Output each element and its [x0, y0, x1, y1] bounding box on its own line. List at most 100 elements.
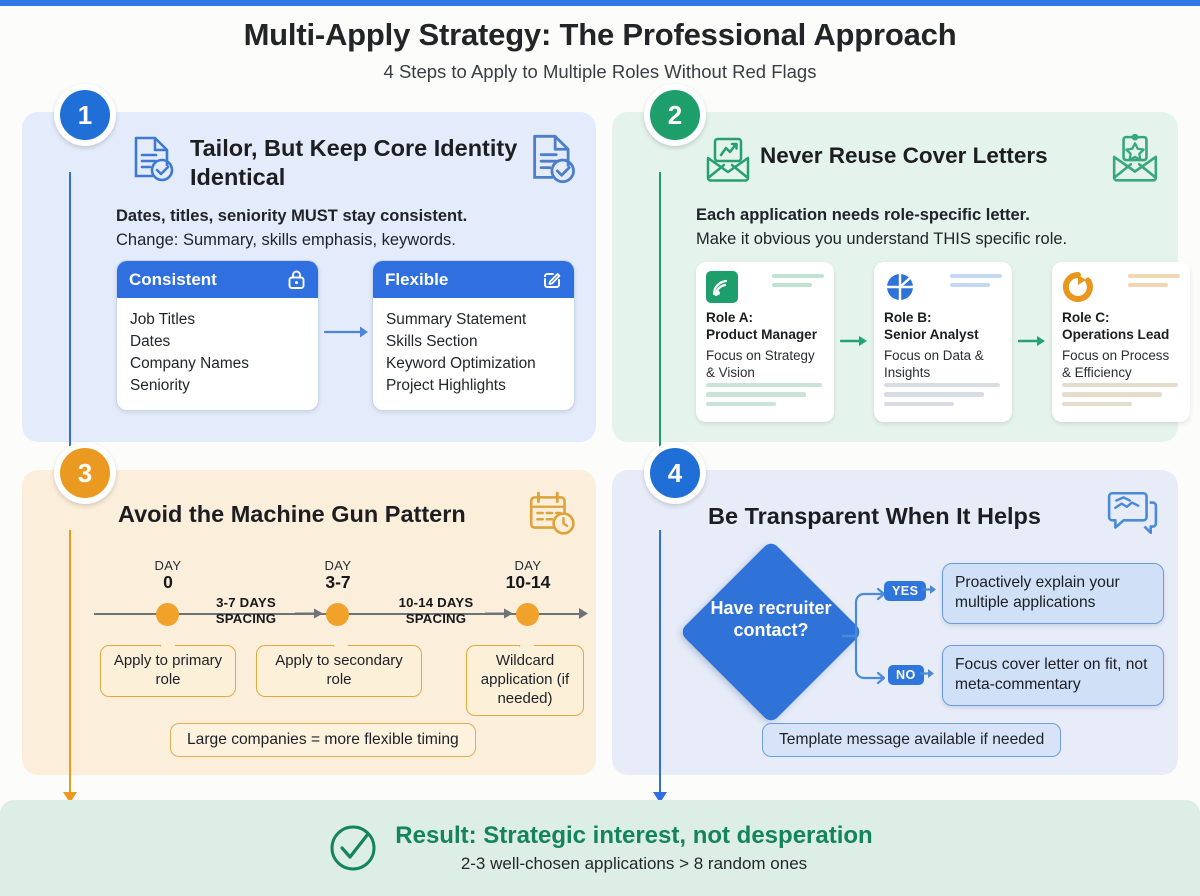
result-headline: Result: Strategic interest, not desperat…	[395, 822, 873, 850]
top-accent-bar	[0, 0, 1200, 6]
list-item: Summary Statement	[386, 311, 527, 328]
milestone-3-day-value: 10-14	[505, 572, 551, 592]
timeline-end-arrow	[578, 606, 592, 621]
step-1-panel: 1 Tailor, But Keep Core Identity Identic…	[22, 84, 596, 442]
role-card-b: Role B: Senior Analyst Focus on Data & I…	[874, 262, 1019, 429]
list-item: Project Highlights	[386, 376, 506, 394]
flexible-card-list: Summary Statement Skills Section Keyword…	[373, 298, 574, 410]
role-b-bottom-lines	[884, 382, 1000, 412]
list-item: Seniority	[130, 376, 190, 394]
role-b-desc: Focus on Data & Insights	[884, 347, 984, 381]
role-card-a: Role A: Product Manager Focus on Strateg…	[696, 262, 841, 429]
branch-no-box: Focus cover letter on fit, not meta-comm…	[942, 645, 1164, 706]
branch-no-arrow	[920, 667, 938, 680]
role-c-bottom-lines	[1062, 382, 1178, 412]
step-1-lead-bold: Dates, titles, seniority MUST stay consi…	[116, 207, 468, 225]
consistent-to-flexible-arrow	[324, 324, 372, 340]
step-3-panel: 3 Avoid the Machine Gun Pattern DAY 0 DA…	[22, 442, 596, 775]
step-2-lead-bold: Each application needs role-specific let…	[696, 206, 1030, 224]
timeline-arrow-2	[484, 607, 516, 620]
milestone-1-dot	[156, 603, 179, 626]
flexible-card-title: Flexible	[385, 269, 449, 289]
role-b-logo-icon	[884, 271, 916, 303]
milestone-1-callout-text: Apply to primary role	[113, 652, 223, 688]
step-2-lead: Each application needs role-specific let…	[696, 204, 1166, 252]
milestone-3-callout: Wildcard application (if needed)	[466, 637, 584, 716]
step-3-title: Avoid the Machine Gun Pattern	[118, 501, 466, 527]
check-circle-icon	[327, 822, 379, 874]
step-4-number: 4	[650, 448, 700, 498]
consistent-card-title: Consistent	[129, 269, 217, 289]
role-c-desc: Focus on Process & Efficiency	[1062, 347, 1170, 381]
result-text-group: Result: Strategic interest, not desperat…	[395, 822, 872, 874]
role-a-top-lines	[772, 274, 824, 292]
step-3-note: Large companies = more flexible timing	[170, 723, 476, 757]
milestone-3-day-label: DAY	[514, 558, 542, 573]
connector-step3-to-result	[63, 530, 77, 803]
step-2-lead-normal: Make it obvious you understand THIS spec…	[696, 229, 1068, 248]
step-4-title: Be Transparent When It Helps	[708, 503, 1041, 529]
role-a-name: Role A: Product Manager	[706, 310, 824, 344]
document-check-icon-corner	[528, 132, 578, 186]
branch-yes-arrow	[922, 583, 940, 596]
role-b-name: Role B: Senior Analyst	[884, 310, 1002, 344]
list-item: Skills Section	[386, 332, 478, 350]
milestone-3-callout-text: Wildcard application (if needed)	[480, 652, 570, 707]
spacing-label-1: 3-7 DAYS SPACING	[215, 595, 277, 627]
role-c-logo-icon	[1062, 271, 1094, 303]
consistent-card-list: Job Titles Dates Company Names Seniority	[117, 298, 318, 410]
milestone-1-day: DAY 0	[123, 558, 213, 593]
step-4-note: Template message available if needed	[762, 723, 1062, 757]
step-1-number: 1	[60, 90, 110, 140]
role-c-label: Role C:	[1062, 310, 1110, 325]
document-check-icon	[130, 134, 176, 184]
milestone-3-day: DAY 10-14	[483, 558, 573, 593]
role-c-top-lines	[1128, 274, 1180, 292]
role-c-name: Role C: Operations Lead	[1062, 310, 1180, 344]
step-1-lead-normal: Change: Summary, skills emphasis, keywor…	[116, 230, 456, 249]
milestone-2-callout-text: Apply to secondary role	[275, 652, 403, 688]
step-3-badge: 3	[54, 442, 116, 504]
flexible-card-header: Flexible	[373, 261, 574, 298]
connector-step1-to-step3	[63, 172, 77, 469]
step-3-number: 3	[60, 448, 110, 498]
role-a-bottom-lines	[706, 382, 822, 412]
milestone-1-day-label: DAY	[154, 558, 182, 573]
milestone-3-dot	[516, 603, 539, 626]
role-a-label: Role A:	[706, 310, 754, 325]
step-4-badge: 4	[644, 442, 706, 504]
role-b-to-c-arrow	[1018, 334, 1050, 348]
branch-no-tag: NO	[888, 665, 924, 685]
step-1-badge: 1	[54, 84, 116, 146]
role-card-c: Role C: Operations Lead Focus on Process…	[1052, 262, 1197, 429]
calendar-clock-icon	[526, 488, 576, 538]
list-item: Keyword Optimization	[386, 354, 536, 372]
list-item: Job Titles	[130, 311, 196, 328]
role-b-label: Role B:	[884, 310, 932, 325]
page-subtitle: 4 Steps to Apply to Multiple Roles Witho…	[383, 61, 817, 83]
connector-step4-to-result	[653, 530, 667, 803]
page-title: Multi-Apply Strategy: The Professional A…	[243, 17, 957, 52]
timeline-arrow-1	[294, 607, 326, 620]
consistent-card-header: Consistent	[117, 261, 318, 298]
milestone-2-callout: Apply to secondary role	[256, 637, 422, 697]
role-b-top-lines	[950, 274, 1002, 292]
milestone-2-dot	[326, 603, 349, 626]
role-c-title: Operations Lead	[1062, 326, 1170, 342]
step-2-number: 2	[650, 90, 700, 140]
milestone-1-day-value: 0	[163, 572, 173, 592]
list-item: Dates	[130, 332, 171, 350]
role-a-to-b-arrow	[840, 334, 872, 348]
envelope-chart-icon	[704, 136, 752, 184]
role-a-logo-icon	[706, 271, 738, 303]
role-a-desc: Focus on Strategy & Vision	[706, 347, 815, 381]
flexible-card: Flexible Summary Statement Skills Sectio…	[372, 260, 575, 411]
milestone-2-day: DAY 3-7	[293, 558, 383, 593]
milestone-2-day-value: 3-7	[325, 572, 351, 592]
branch-yes-box: Proactively explain your multiple applic…	[942, 563, 1164, 624]
step-1-title: Tailor, But Keep Core Identity Identical	[190, 135, 518, 190]
chat-handshake-icon	[1106, 488, 1158, 538]
pencil-edit-icon	[542, 270, 562, 290]
list-item: Company Names	[130, 354, 249, 372]
